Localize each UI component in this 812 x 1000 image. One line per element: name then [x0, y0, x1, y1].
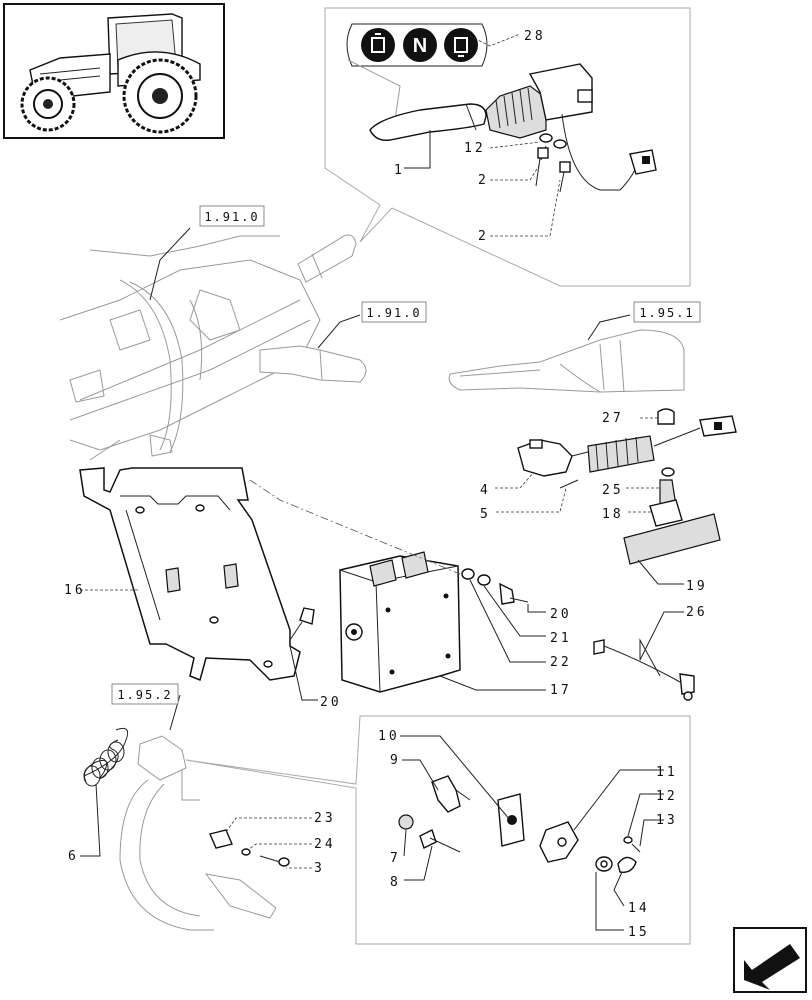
pedal-switch-parts — [398, 775, 641, 873]
callout-16: 16 — [64, 583, 86, 598]
callout-14: 14 — [628, 901, 650, 916]
callout-15: 15 — [628, 925, 650, 940]
return-spring-part — [83, 727, 129, 787]
callout-18: 18 — [602, 507, 624, 522]
callout-4: 4 — [480, 483, 491, 498]
brake-pedal-ghost — [119, 735, 277, 931]
callout-1: 1 — [394, 163, 405, 178]
callout-26: 26 — [686, 605, 708, 620]
part-callouts: 28 12 1 2 2 27 4 25 5 18 19 16 20 21 22 … — [64, 29, 708, 940]
reference-box-1-91-0-a[interactable]: 1.91.0 — [199, 205, 265, 227]
reference-box-1-95-2[interactable]: 1.95.2 — [111, 683, 179, 705]
tractor-forward-icon — [361, 28, 395, 62]
shuttle-symbol-panel: N — [346, 23, 488, 67]
steering-column-assembly-ghost — [59, 234, 367, 461]
sensor-cable-part — [593, 639, 695, 701]
screw-part — [499, 582, 515, 605]
callout-10: 10 — [378, 729, 400, 744]
next-page-arrow-icon[interactable] — [733, 927, 807, 993]
bracket-part — [79, 467, 301, 682]
reference-box-1-91-0-b[interactable]: 1.91.0 — [361, 301, 427, 323]
callout-12: 12 — [656, 789, 678, 804]
screw-part — [299, 607, 315, 625]
tractor-reverse-icon — [444, 28, 478, 62]
callout-27: 27 — [602, 411, 624, 426]
handbrake-switch-parts — [517, 408, 737, 565]
callout-13: 13 — [656, 813, 678, 828]
shuttle-lever-part — [369, 63, 657, 193]
callout-21: 21 — [550, 631, 572, 646]
washer-part — [241, 848, 251, 856]
callout-28: 28 — [524, 29, 546, 44]
callout-3: 3 — [314, 861, 325, 876]
callout-20: 20 — [550, 607, 572, 622]
reference-label: 1.91.0 — [366, 306, 421, 320]
callout-22: 22 — [550, 655, 572, 670]
washer-part — [477, 574, 491, 586]
callout-12: 12 — [464, 141, 486, 156]
callout-5: 5 — [480, 507, 491, 522]
reference-label: 1.95.1 — [639, 306, 694, 320]
callout-9: 9 — [390, 753, 401, 768]
callout-2: 2 — [478, 229, 489, 244]
callout-8: 8 — [390, 875, 401, 890]
callout-2: 2 — [478, 173, 489, 188]
reference-label: 1.91.0 — [204, 210, 259, 224]
callout-25: 25 — [602, 483, 624, 498]
leader-lines — [80, 33, 684, 931]
callout-20: 20 — [320, 695, 342, 710]
callout-17: 17 — [550, 683, 572, 698]
neutral-symbol — [403, 28, 437, 62]
reference-label: 1.95.2 — [117, 688, 172, 702]
tractor-thumbnail-icon — [3, 3, 225, 139]
callout-23: 23 — [314, 811, 336, 826]
handbrake-lever-ghost — [448, 329, 685, 393]
detail-frame-bottom — [185, 715, 691, 945]
callout-6: 6 — [68, 849, 79, 864]
reference-box-1-95-1[interactable]: 1.95.1 — [633, 301, 701, 323]
detail-frame-top — [324, 7, 691, 287]
washer-part — [461, 568, 475, 580]
callout-19: 19 — [686, 579, 708, 594]
neutral-label: N — [413, 35, 427, 57]
callout-24: 24 — [314, 837, 336, 852]
spacer-part — [209, 829, 233, 849]
callout-7: 7 — [390, 851, 401, 866]
control-unit-part — [339, 551, 461, 693]
callout-11: 11 — [656, 765, 678, 780]
